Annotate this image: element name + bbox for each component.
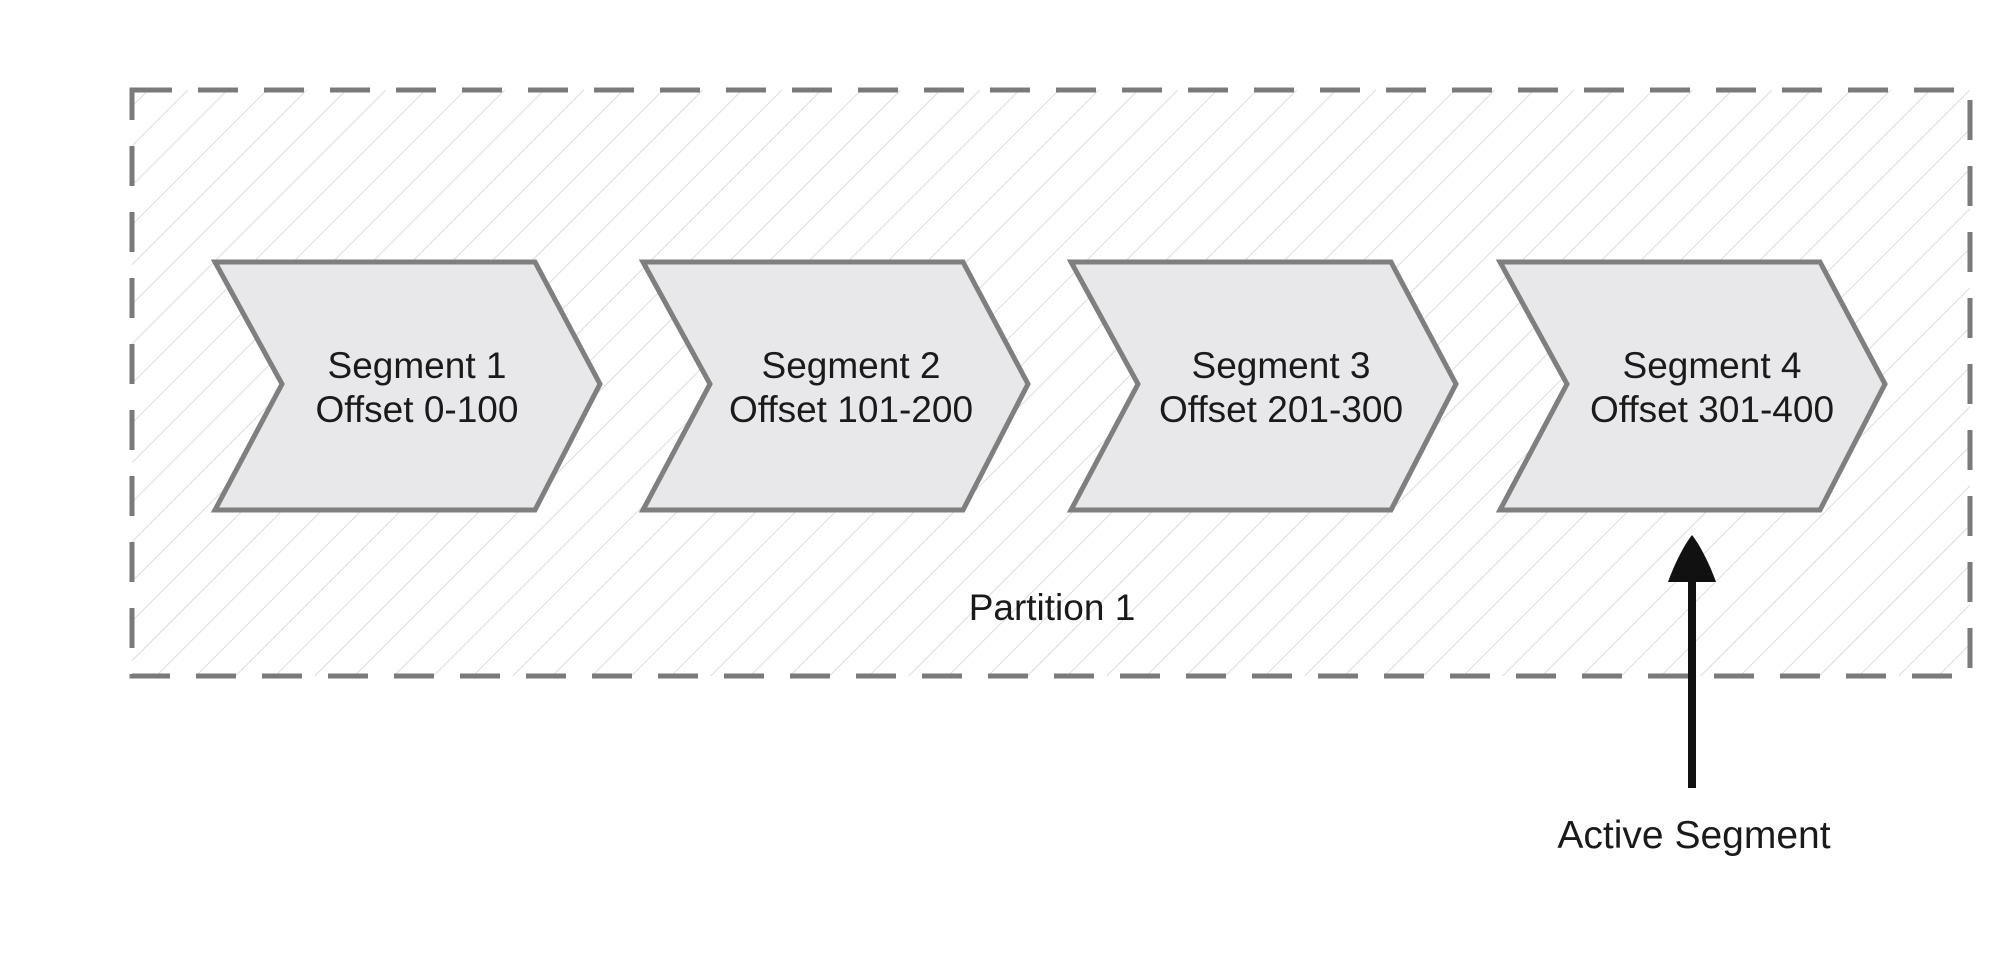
segment-offset: Offset 301-400	[1590, 389, 1834, 430]
segment-title: Segment 1	[328, 345, 507, 386]
segment-shape	[638, 259, 1031, 513]
segment-chevron-2: Segment 2 Offset 101-200	[638, 259, 1031, 513]
segment-chevron-4: Segment 4 Offset 301-400	[1495, 259, 1888, 513]
segment-offset: Offset 101-200	[729, 389, 973, 430]
segment-offset: Offset 201-300	[1159, 389, 1403, 430]
active-segment-label: Active Segment	[1557, 814, 1830, 857]
segment-title: Segment 2	[762, 345, 941, 386]
segment-title: Segment 3	[1192, 345, 1371, 386]
segment-chevron-3: Segment 3 Offset 201-300	[1066, 259, 1459, 513]
partition-label: Partition 1	[969, 587, 1136, 628]
segment-offset: Offset 0-100	[316, 389, 519, 430]
arrow-head	[1668, 535, 1716, 582]
segment-shape	[1495, 259, 1888, 513]
partition-border	[129, 87, 1973, 679]
segment-shape	[1066, 259, 1459, 513]
segment-chevron-1: Segment 1 Offset 0-100	[210, 259, 603, 513]
active-segment-arrow	[1668, 535, 1716, 788]
segment-title: Segment 4	[1623, 345, 1802, 386]
segment-shape	[210, 259, 603, 513]
